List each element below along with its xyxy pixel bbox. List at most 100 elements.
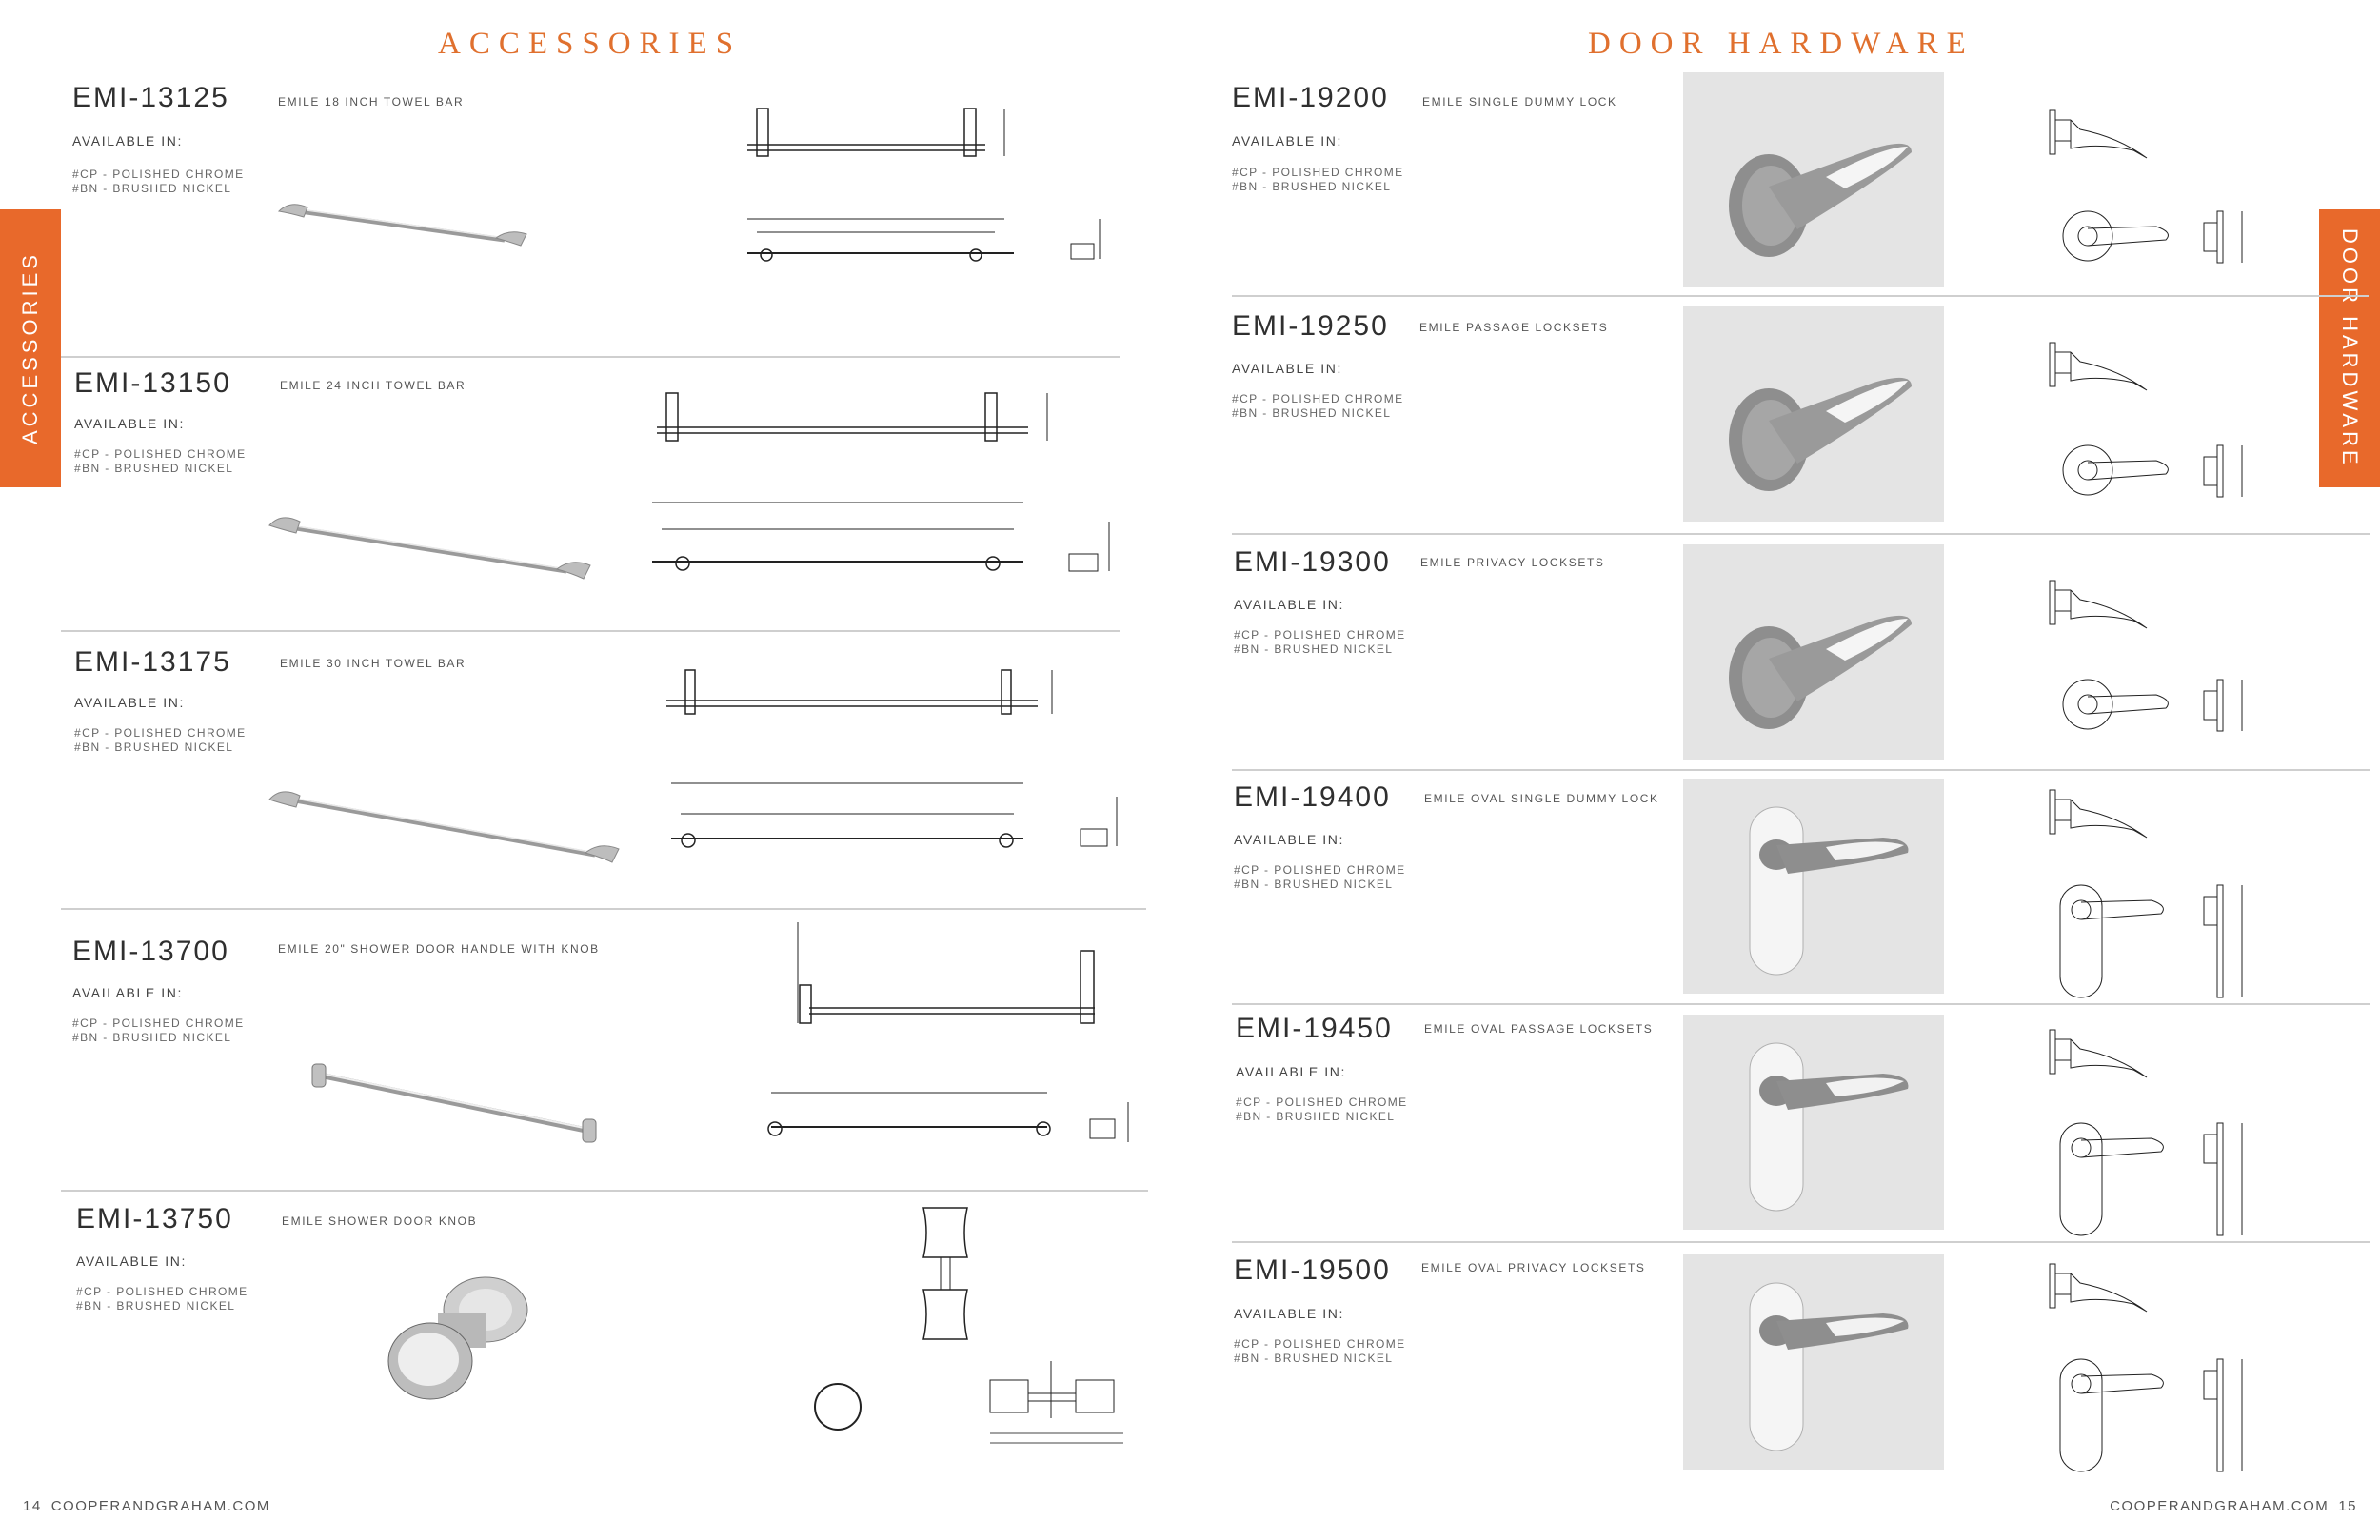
- lever-side-drawing: [2049, 789, 2148, 839]
- available-label: AVAILABLE IN:: [76, 1254, 187, 1269]
- available-label: AVAILABLE IN:: [74, 416, 185, 431]
- finish-brushed-nickel: #BN - BRUSHED NICKEL: [1232, 406, 1392, 420]
- divider: [1232, 533, 2370, 535]
- product-sku: EMI-13700: [72, 936, 229, 967]
- available-label: AVAILABLE IN:: [1234, 832, 1344, 847]
- product-description: EMILE OVAL PRIVACY LOCKSETS: [1421, 1261, 1646, 1274]
- oval-lever-front-drawing: [2059, 1122, 2164, 1236]
- product-description: EMILE SINGLE DUMMY LOCK: [1422, 95, 1617, 109]
- product-description: EMILE PASSAGE LOCKSETS: [1419, 321, 1609, 334]
- finish-polished-chrome: #CP - POLISHED CHROME: [74, 447, 247, 461]
- product-sku: EMI-19300: [1234, 546, 1391, 578]
- lever-side-drawing: [2049, 109, 2148, 159]
- towel-bar-top-drawing: [747, 108, 1005, 157]
- available-label: AVAILABLE IN:: [1232, 133, 1342, 148]
- finish-brushed-nickel: #BN - BRUSHED NICKEL: [72, 1031, 232, 1044]
- finish-brushed-nickel: #BN - BRUSHED NICKEL: [1234, 642, 1394, 656]
- finish-polished-chrome: #CP - POLISHED CHROME: [72, 168, 245, 181]
- divider: [61, 356, 1120, 358]
- finish-brushed-nickel: #BN - BRUSHED NICKEL: [72, 182, 232, 195]
- towel-bar-product-image: [277, 204, 527, 247]
- oval-lever-product-photo: [1683, 779, 1944, 994]
- towel-bar-front-drawing: [671, 782, 1118, 848]
- divider: [1232, 769, 2370, 771]
- lever-front-drawing: [2062, 210, 2169, 262]
- product-description: EMILE 20" SHOWER DOOR HANDLE WITH KNOB: [278, 942, 600, 956]
- lever-profile-drawing: [2203, 679, 2243, 732]
- product-sku: EMI-19200: [1232, 82, 1389, 113]
- towel-bar-top-drawing: [666, 669, 1053, 715]
- website-link[interactable]: COOPERANDGRAHAM.COM: [50, 1498, 270, 1514]
- lever-side-drawing: [2049, 580, 2148, 629]
- oval-lever-product-photo: [1683, 1015, 1944, 1230]
- oval-lever-front-drawing: [2059, 1358, 2164, 1472]
- finish-brushed-nickel: #BN - BRUSHED NICKEL: [1234, 878, 1394, 891]
- oval-lever-product-photo: [1683, 1254, 1944, 1470]
- lever-product-photo: [1683, 544, 1944, 760]
- finish-polished-chrome: #CP - POLISHED CHROME: [1236, 1096, 1408, 1109]
- right-footer: COOPERANDGRAHAM.COM 15: [2110, 1498, 2357, 1514]
- towel-bar-product-image: [268, 517, 591, 580]
- shower-handle-front-drawing: [767, 1092, 1129, 1142]
- available-label: AVAILABLE IN:: [1232, 361, 1342, 376]
- divider: [1232, 1241, 2370, 1243]
- divider: [1232, 1003, 2370, 1005]
- finish-brushed-nickel: #BN - BRUSHED NICKEL: [74, 740, 234, 754]
- accessories-section-title: ACCESSORIES: [438, 27, 743, 61]
- shower-handle-top-drawing: [797, 922, 1095, 1024]
- lever-front-drawing: [2062, 679, 2169, 730]
- finish-brushed-nickel: #BN - BRUSHED NICKEL: [74, 462, 234, 475]
- available-label: AVAILABLE IN:: [72, 133, 183, 148]
- accessories-side-tab: ACCESSORIES: [0, 209, 61, 487]
- product-sku: EMI-13150: [74, 367, 231, 399]
- product-sku: EMI-19400: [1234, 781, 1391, 813]
- lever-profile-drawing: [2203, 444, 2243, 498]
- product-description: EMILE 30 INCH TOWEL BAR: [280, 657, 466, 670]
- product-sku: EMI-19250: [1232, 310, 1389, 342]
- page-number: 14: [23, 1498, 42, 1514]
- page-number: 15: [2338, 1498, 2357, 1514]
- product-description: EMILE SHOWER DOOR KNOB: [282, 1214, 478, 1228]
- divider: [61, 908, 1146, 910]
- product-description: EMILE OVAL PASSAGE LOCKSETS: [1424, 1022, 1654, 1036]
- shower-knob-product-image: [387, 1276, 528, 1400]
- available-label: AVAILABLE IN:: [1234, 597, 1344, 612]
- finish-polished-chrome: #CP - POLISHED CHROME: [74, 726, 247, 740]
- finish-polished-chrome: #CP - POLISHED CHROME: [1232, 392, 1404, 405]
- left-footer: 14 COOPERANDGRAHAM.COM: [23, 1498, 270, 1514]
- website-link[interactable]: COOPERANDGRAHAM.COM: [2110, 1498, 2330, 1514]
- product-sku: EMI-13125: [72, 82, 229, 113]
- door-hardware-side-tab: DOOR HARDWARE: [2319, 209, 2380, 487]
- shower-knob-circle-drawing: [814, 1383, 862, 1431]
- product-description: EMILE 18 INCH TOWEL BAR: [278, 95, 465, 109]
- product-sku: EMI-13750: [76, 1203, 233, 1234]
- available-label: AVAILABLE IN:: [72, 985, 183, 1000]
- finish-polished-chrome: #CP - POLISHED CHROME: [72, 1017, 245, 1030]
- lever-side-drawing: [2049, 342, 2148, 391]
- lever-side-drawing: [2049, 1263, 2148, 1313]
- lever-front-drawing: [2062, 444, 2169, 496]
- product-description: EMILE PRIVACY LOCKSETS: [1420, 556, 1605, 569]
- available-label: AVAILABLE IN:: [1236, 1064, 1346, 1079]
- finish-brushed-nickel: #BN - BRUSHED NICKEL: [1234, 1352, 1394, 1365]
- divider: [61, 1190, 1148, 1192]
- product-sku: EMI-19450: [1236, 1013, 1393, 1044]
- lever-product-photo: [1683, 306, 1944, 522]
- oval-lever-profile-drawing: [2203, 1358, 2243, 1472]
- divider: [61, 630, 1120, 632]
- shower-handle-product-image: [311, 1063, 597, 1143]
- door-hardware-section-title: DOOR HARDWARE: [1588, 27, 1974, 61]
- lever-side-drawing: [2049, 1029, 2148, 1078]
- towel-bar-product-image: [268, 791, 620, 863]
- product-description: EMILE OVAL SINGLE DUMMY LOCK: [1424, 792, 1659, 805]
- product-sku: EMI-13175: [74, 646, 231, 678]
- finish-polished-chrome: #CP - POLISHED CHROME: [1234, 863, 1406, 877]
- finish-polished-chrome: #CP - POLISHED CHROME: [1232, 166, 1404, 179]
- finish-polished-chrome: #CP - POLISHED CHROME: [1234, 1337, 1406, 1351]
- finish-brushed-nickel: #BN - BRUSHED NICKEL: [1236, 1110, 1396, 1123]
- towel-bar-front-drawing: [747, 218, 1101, 262]
- towel-bar-top-drawing: [657, 392, 1048, 442]
- finish-polished-chrome: #CP - POLISHED CHROME: [76, 1285, 248, 1298]
- product-sku: EMI-19500: [1234, 1254, 1391, 1286]
- finish-brushed-nickel: #BN - BRUSHED NICKEL: [1232, 180, 1392, 193]
